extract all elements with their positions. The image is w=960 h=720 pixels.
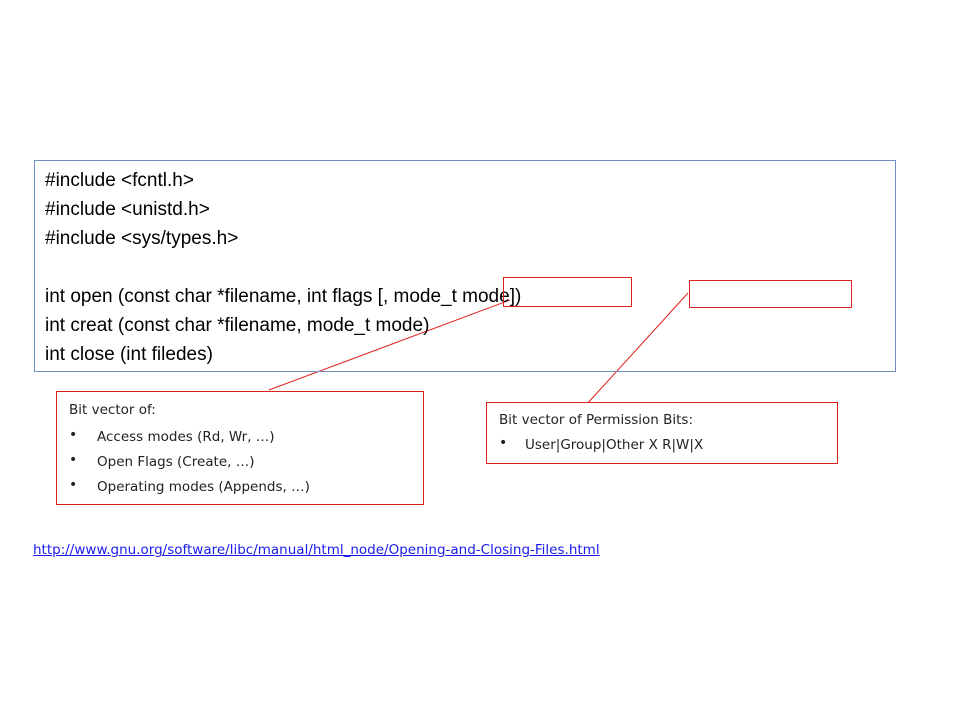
- permission-highlight: [689, 280, 852, 308]
- bullet-icon: •: [499, 435, 508, 451]
- code-line-open: int open (const char *filename, int flag…: [45, 286, 522, 307]
- flags-note-title: Bit vector of:: [69, 402, 156, 418]
- code-line-close: int close (int filedes): [45, 344, 213, 365]
- permission-note-title: Bit vector of Permission Bits:: [499, 412, 694, 428]
- bullet-icon: •: [69, 427, 78, 443]
- flags-note: Bit vector of: • Access modes (Rd, Wr, ……: [56, 391, 424, 505]
- permission-note: Bit vector of Permission Bits: • User|Gr…: [486, 402, 838, 464]
- code-block: #include <fcntl.h> #include <unistd.h> #…: [34, 160, 896, 372]
- connector-flags: [268, 299, 511, 391]
- code-line-include-unistd: #include <unistd.h>: [45, 199, 210, 220]
- mode-param-highlight: [503, 277, 632, 307]
- code-line-creat: int creat (const char *filename, mode_t …: [45, 315, 430, 336]
- flags-note-item-text: Operating modes (Appends, …): [97, 479, 310, 495]
- permission-note-item-text: User|Group|Other X R|W|X: [525, 437, 704, 453]
- connector-permissions: [585, 292, 689, 406]
- flags-note-item-text: Access modes (Rd, Wr, …): [97, 429, 275, 445]
- bullet-icon: •: [69, 477, 78, 493]
- reference-link[interactable]: http://www.gnu.org/software/libc/manual/…: [33, 542, 600, 558]
- code-line-include-sys-types: #include <sys/types.h>: [45, 228, 239, 249]
- code-line-include-fcntl: #include <fcntl.h>: [45, 170, 194, 191]
- bullet-icon: •: [69, 452, 78, 468]
- flags-note-item-text: Open Flags (Create, …): [97, 454, 255, 470]
